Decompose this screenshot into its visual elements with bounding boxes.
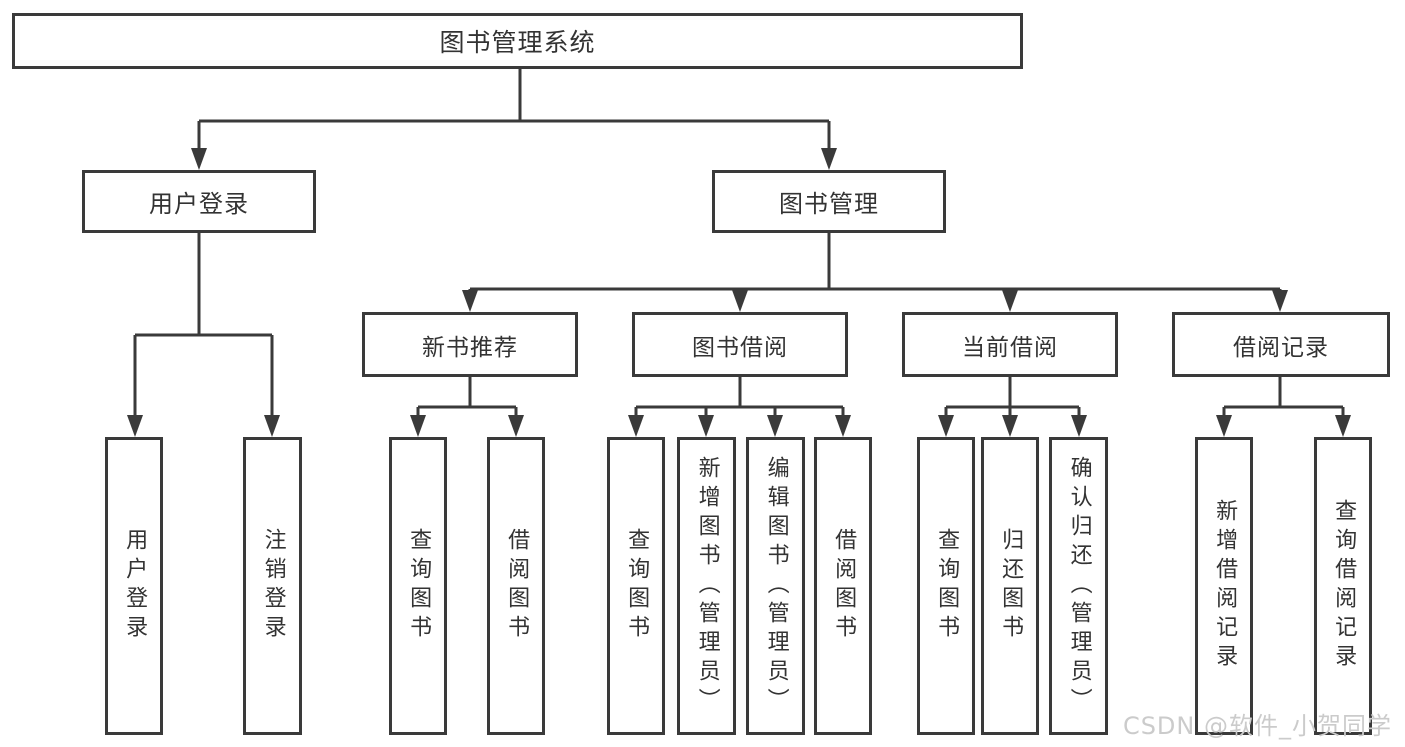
- leaf-confirm-return-admin-label: 确认归还（管理员）: [1066, 455, 1092, 717]
- leaf-query-borrow-record-label: 查询借阅记录: [1331, 499, 1357, 673]
- leaf-return-book: 归还图书: [981, 437, 1039, 735]
- connector-borrow-records: [1222, 377, 1345, 417]
- node-borrow-records-label: 借阅记录: [1233, 334, 1329, 361]
- leaf-borrow-books-recommend: 借阅图书: [487, 437, 545, 735]
- arrowhead: [191, 148, 207, 170]
- node-current-borrow-label: 当前借阅: [962, 334, 1058, 361]
- connector-new-book-recommend: [416, 377, 518, 417]
- connector-book-management: [468, 233, 1282, 296]
- leaf-query-books-recommend: 查询图书: [389, 437, 447, 735]
- arrowhead: [410, 415, 426, 437]
- arrowhead: [1272, 290, 1288, 312]
- leaf-query-books-recommend-label: 查询图书: [406, 528, 432, 644]
- arrowhead: [938, 415, 954, 437]
- arrowhead: [1216, 415, 1232, 437]
- node-new-book-recommend-label: 新书推荐: [422, 334, 518, 361]
- arrowhead: [628, 415, 644, 437]
- node-root-label: 图书管理系统: [439, 28, 596, 57]
- leaf-query-books-borrow: 查询图书: [607, 437, 665, 735]
- leaf-return-book-label: 归还图书: [998, 528, 1024, 644]
- arrowhead: [732, 290, 748, 312]
- connector-user-login: [133, 233, 274, 417]
- connector-root: [197, 69, 831, 150]
- leaf-borrow-books-recommend-label: 借阅图书: [504, 528, 530, 644]
- node-user-login: 用户登录: [82, 170, 316, 233]
- leaf-query-books-current: 查询图书: [917, 437, 975, 735]
- arrowhead: [1071, 415, 1087, 437]
- leaf-query-borrow-record: 查询借阅记录: [1314, 437, 1372, 735]
- leaf-logout-label: 注销登录: [260, 528, 286, 644]
- node-borrow-records: 借阅记录: [1172, 312, 1390, 377]
- arrowhead: [1002, 290, 1018, 312]
- leaf-add-borrow-record-label: 新增借阅记录: [1212, 499, 1238, 673]
- arrowhead: [835, 415, 851, 437]
- connector-current-borrow: [944, 377, 1081, 417]
- node-book-borrow-label: 图书借阅: [692, 334, 788, 361]
- leaf-edit-book-admin-label: 编辑图书（管理员）: [763, 455, 789, 717]
- arrowhead: [508, 415, 524, 437]
- node-current-borrow: 当前借阅: [902, 312, 1118, 377]
- leaf-user-login: 用户登录: [105, 437, 163, 735]
- connector-book-borrow: [634, 377, 845, 417]
- leaf-query-books-borrow-label: 查询图书: [624, 528, 650, 644]
- arrowhead: [127, 415, 143, 437]
- node-root: 图书管理系统: [12, 13, 1023, 69]
- node-book-borrow: 图书借阅: [632, 312, 848, 377]
- node-user-login-label: 用户登录: [149, 190, 249, 218]
- leaf-user-login-label: 用户登录: [122, 528, 148, 644]
- arrowhead: [767, 415, 783, 437]
- node-book-management-label: 图书管理: [779, 190, 879, 218]
- leaf-borrow-books-label: 借阅图书: [831, 528, 857, 644]
- csdn-watermark: CSDN @软件_小贺同学: [1122, 712, 1392, 740]
- leaf-confirm-return-admin: 确认归还（管理员）: [1049, 437, 1108, 735]
- leaf-borrow-books: 借阅图书: [814, 437, 872, 735]
- leaf-add-book-admin-label: 新增图书（管理员）: [694, 455, 720, 717]
- leaf-query-books-current-label: 查询图书: [934, 528, 960, 644]
- arrowhead: [1002, 415, 1018, 437]
- leaf-logout: 注销登录: [243, 437, 302, 735]
- leaf-edit-book-admin: 编辑图书（管理员）: [746, 437, 805, 735]
- arrowhead: [264, 415, 280, 437]
- arrowhead: [698, 415, 714, 437]
- node-book-management: 图书管理: [712, 170, 946, 233]
- arrowhead: [821, 148, 837, 170]
- leaf-add-borrow-record: 新增借阅记录: [1195, 437, 1253, 735]
- arrowhead: [462, 290, 478, 312]
- node-new-book-recommend: 新书推荐: [362, 312, 578, 377]
- arrowhead: [1335, 415, 1351, 437]
- leaf-add-book-admin: 新增图书（管理员）: [677, 437, 736, 735]
